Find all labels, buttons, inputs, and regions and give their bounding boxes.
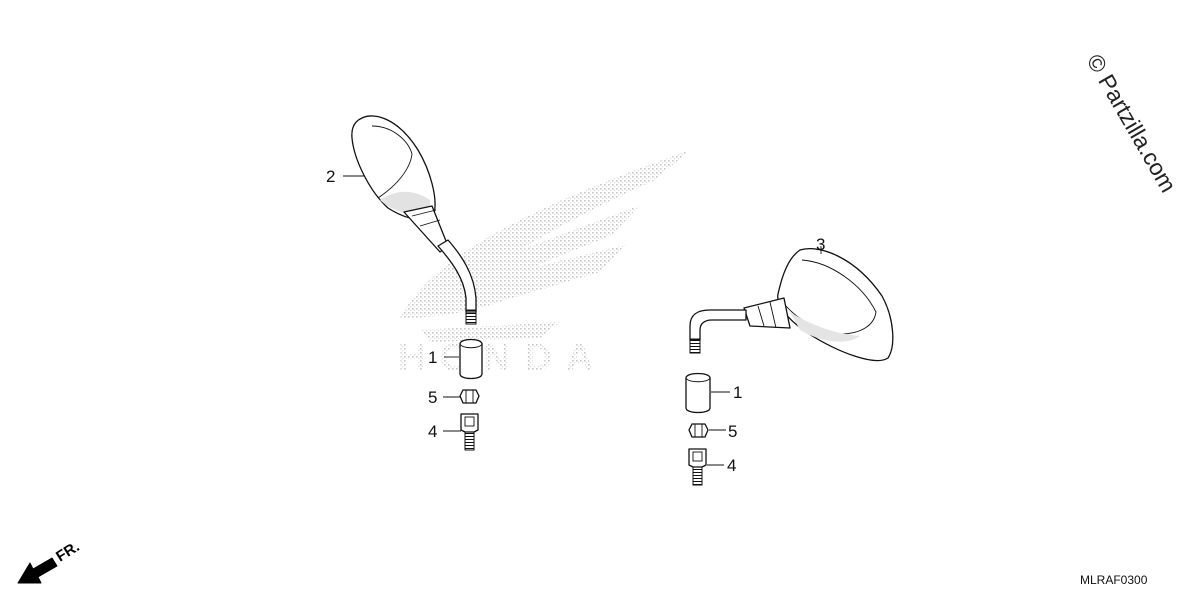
right-callout-cover: 1 — [733, 383, 742, 402]
left-callout-adapter: 4 — [428, 422, 437, 441]
arrow-down-left-icon — [17, 557, 58, 584]
right-mirror-stem — [689, 309, 747, 341]
right-mirror-neck — [743, 297, 791, 329]
background-logo: HONDA — [398, 150, 690, 379]
direction-label: FR. — [53, 538, 83, 565]
right-mirror-shade — [790, 312, 860, 342]
right-nut-part — [688, 423, 709, 438]
right-mirror-head — [777, 248, 894, 362]
left-callout-cover: 1 — [428, 348, 437, 367]
left-callout-nut: 5 — [428, 388, 437, 407]
left-nut-part — [459, 389, 480, 404]
right-cover-part — [685, 372, 711, 414]
logo-wing-lower — [420, 322, 560, 342]
left-mirror-thread — [465, 309, 477, 325]
right-adapter-thread — [692, 466, 703, 486]
logo-wordmark: HONDA — [398, 337, 607, 379]
diagram-code: MLRAF0300 — [1080, 573, 1148, 587]
right-callout-nut: 5 — [728, 422, 737, 441]
left-mirror-assembly: 2 1 5 4 — [326, 115, 483, 451]
right-callout-mirror: 3 — [816, 235, 825, 254]
left-callout-mirror: 2 — [326, 167, 335, 186]
left-adapter-thread — [464, 431, 475, 451]
logo-wing-shape — [400, 150, 690, 318]
right-callout-adapter: 4 — [727, 456, 736, 475]
left-mirror-stem — [437, 239, 477, 313]
direction-indicator: FR. — [17, 538, 83, 584]
right-mirror-thread — [689, 338, 701, 354]
right-mirror-assembly: 3 1 5 4 — [685, 235, 894, 486]
left-mirror-inner-edge — [371, 125, 413, 199]
left-cover-part — [459, 338, 483, 380]
watermark-text: © Partzilla.com — [1082, 50, 1182, 197]
